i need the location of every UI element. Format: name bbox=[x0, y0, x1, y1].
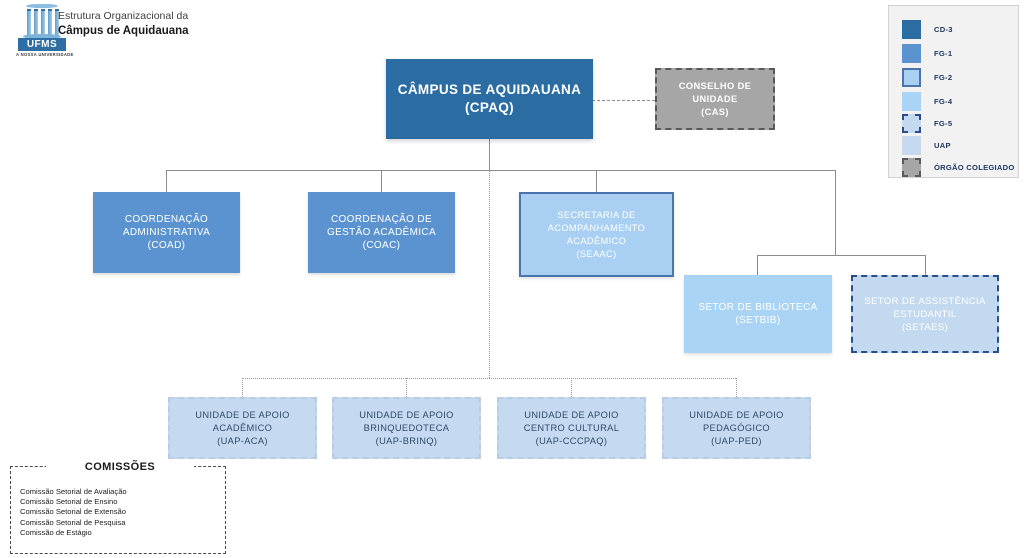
logo-tagline: A NOSSA UNIVERSIDADE bbox=[16, 52, 74, 57]
node-uap-cccpaq-label: UNIDADE DE APOIO CENTRO CULTURAL (UAP-CC… bbox=[523, 409, 620, 446]
ufms-logo-icon: UFMS A NOSSA UNIVERSIDADE bbox=[16, 2, 74, 58]
node-uap-brinq-label: UNIDADE DE APOIO BRINQUEDOTECA (UAP-BRIN… bbox=[359, 409, 454, 446]
logo-wordmark: UFMS bbox=[18, 38, 66, 51]
connector-uap-stem bbox=[489, 170, 490, 378]
node-seaac-label: SECRETARIA DE ACOMPANHAMENTO ACADÊMICO (… bbox=[547, 209, 646, 259]
legend-item-fg4: FG-4 bbox=[902, 90, 952, 112]
legend-item-orgao-colegiado: ÓRGÃO COLEGIADO bbox=[902, 156, 1015, 178]
node-uap-aca[interactable]: UNIDADE DE APOIO ACADÊMICO (UAP-ACA) bbox=[168, 397, 317, 459]
list-item: Comissão Setorial de Pesquisa bbox=[20, 517, 126, 527]
page-title-line2: Câmpus de Aquidauana bbox=[58, 25, 189, 37]
connector-drop-seaac bbox=[596, 170, 597, 192]
node-coad[interactable]: COORDENAÇÃO ADMINISTRATIVA (COAD) bbox=[93, 192, 240, 273]
connector-drop-uap-cccpaq bbox=[571, 378, 572, 397]
connector-main-bus bbox=[166, 170, 835, 171]
connector-uap-bus bbox=[242, 378, 736, 379]
legend-item-fg2: FG-2 bbox=[902, 66, 952, 88]
legend-panel: CD-3 FG-1 FG-2 FG-4 FG-5 UAP ÓRGÃO COLEG… bbox=[888, 5, 1019, 178]
node-cas[interactable]: CONSELHO DE UNIDADE (CAS) bbox=[655, 68, 775, 130]
node-cas-label: CONSELHO DE UNIDADE (CAS) bbox=[678, 80, 752, 117]
node-setbib[interactable]: SETOR DE BIBLIOTECA (SETBIB) bbox=[684, 275, 832, 353]
legend-swatch-cd3 bbox=[902, 19, 921, 39]
list-item: Comissão de Estágio bbox=[20, 527, 92, 537]
page-title-line1: Estrutura Organizacional da bbox=[58, 10, 189, 22]
legend-item-cd3: CD-3 bbox=[902, 18, 953, 40]
page-header: UFMS A NOSSA UNIVERSIDADE Estrutura Orga… bbox=[0, 0, 330, 60]
legend-swatch-fg5 bbox=[902, 113, 921, 133]
legend-swatch-fg4 bbox=[902, 91, 921, 111]
connector-right-branch bbox=[835, 170, 836, 255]
node-uap-aca-label: UNIDADE DE APOIO ACADÊMICO (UAP-ACA) bbox=[195, 409, 290, 446]
node-coac-label: COORDENAÇÃO DE GESTÃO ACADÊMICA (COAC) bbox=[327, 214, 436, 251]
node-seaac[interactable]: SECRETARIA DE ACOMPANHAMENTO ACADÊMICO (… bbox=[519, 192, 674, 277]
node-coac[interactable]: COORDENAÇÃO DE GESTÃO ACADÊMICA (COAC) bbox=[308, 192, 455, 273]
legend-swatch-uap bbox=[902, 135, 921, 155]
legend-label-fg4: FG-4 bbox=[934, 96, 953, 106]
connector-drop-setaes bbox=[925, 255, 926, 275]
legend-item-uap: UAP bbox=[902, 134, 951, 156]
connector-cpaq-stem bbox=[489, 139, 490, 170]
node-uap-ped-label: UNIDADE DE APOIO PEDAGÓGICO (UAP-PED) bbox=[689, 409, 784, 446]
legend-label-fg2: FG-2 bbox=[934, 72, 953, 82]
legend-label-fg5: FG-5 bbox=[934, 118, 953, 128]
node-setaes[interactable]: SETOR DE ASSISTÊNCIA ESTUDANTIL (SETAES) bbox=[851, 275, 999, 353]
connector-setores-bus bbox=[757, 255, 926, 256]
node-cpaq-label: CÂMPUS DE AQUIDAUANA (CPAQ) bbox=[397, 82, 582, 115]
node-uap-brinq[interactable]: UNIDADE DE APOIO BRINQUEDOTECA (UAP-BRIN… bbox=[332, 397, 481, 459]
legend-item-fg5: FG-5 bbox=[902, 112, 952, 134]
comissoes-list: Comissão Setorial de Avaliação Comissão … bbox=[20, 487, 127, 538]
legend-label-uap: UAP bbox=[934, 140, 951, 150]
connector-drop-setbib bbox=[757, 255, 758, 275]
connector-drop-coad bbox=[166, 170, 167, 192]
connector-cpaq-to-cas bbox=[592, 100, 655, 101]
connector-drop-uap-aca bbox=[242, 378, 243, 397]
node-coad-label: COORDENAÇÃO ADMINISTRATIVA (COAD) bbox=[122, 214, 211, 251]
node-uap-cccpaq[interactable]: UNIDADE DE APOIO CENTRO CULTURAL (UAP-CC… bbox=[497, 397, 646, 459]
list-item: Comissão Setorial de Ensino bbox=[20, 497, 118, 507]
page-title: Estrutura Organizacional da Câmpus de Aq… bbox=[58, 9, 189, 39]
connector-drop-uap-ped bbox=[736, 378, 737, 397]
legend-swatch-fg1 bbox=[902, 43, 921, 63]
legend-label-cd3: CD-3 bbox=[934, 24, 953, 34]
node-setaes-label: SETOR DE ASSISTÊNCIA ESTUDANTIL (SETAES) bbox=[864, 295, 986, 333]
logo-building-shape bbox=[22, 4, 62, 40]
node-uap-ped[interactable]: UNIDADE DE APOIO PEDAGÓGICO (UAP-PED) bbox=[662, 397, 811, 459]
list-item: Comissão Setorial de Extensão bbox=[20, 507, 126, 517]
connector-drop-coac bbox=[381, 170, 382, 192]
comissoes-title: COMISSÕES bbox=[46, 461, 194, 473]
legend-label-fg1: FG-1 bbox=[934, 48, 953, 58]
list-item: Comissão Setorial de Avaliação bbox=[20, 487, 127, 496]
legend-swatch-fg2 bbox=[902, 67, 921, 87]
connector-drop-uap-brinq bbox=[406, 378, 407, 397]
node-setbib-label: SETOR DE BIBLIOTECA (SETBIB) bbox=[698, 302, 818, 326]
legend-swatch-orgao-colegiado bbox=[902, 157, 921, 177]
node-cpaq[interactable]: CÂMPUS DE AQUIDAUANA (CPAQ) bbox=[386, 59, 593, 139]
legend-item-fg1: FG-1 bbox=[902, 42, 952, 64]
legend-label-orgao-colegiado: ÓRGÃO COLEGIADO bbox=[934, 162, 1015, 172]
